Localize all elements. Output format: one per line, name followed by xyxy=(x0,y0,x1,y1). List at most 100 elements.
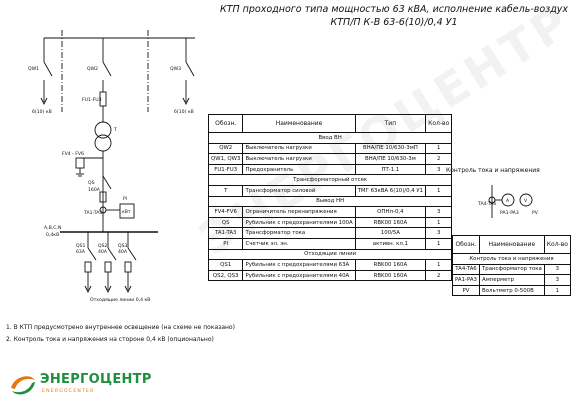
qs1-rating-label: 63A xyxy=(76,249,86,255)
hv-left-cable xyxy=(40,97,48,106)
col-qty: Кол-во xyxy=(543,235,571,254)
table-cell: RBK00 160A xyxy=(354,216,427,229)
table-section-row: Ввод ВН xyxy=(207,132,453,144)
fuse-label: FU1-FU3 xyxy=(82,97,102,103)
qs1-label: QS1 xyxy=(76,243,86,249)
hv-left-label: 6(10) кВ xyxy=(32,109,52,115)
side-pv-label: PV xyxy=(532,210,539,216)
table-cell: TA1-TA3 xyxy=(207,227,244,239)
table-cell: Рубильник с предохранителями 63А xyxy=(242,259,356,271)
qs3-label: QS3 xyxy=(118,243,128,249)
title-line-2: КТП/П К-В 63-6(10)/0,4 У1 xyxy=(330,17,458,28)
notes: 1. В КТП предусмотрено внутреннее освеще… xyxy=(6,322,235,346)
bus-voltage-label: 0,4кВ xyxy=(46,232,59,238)
table-cell: QW1, QW3 xyxy=(207,153,244,165)
logo-swoosh-icon xyxy=(11,376,35,395)
transformer-winding-hv xyxy=(94,121,112,139)
table-cell: 1 xyxy=(425,142,453,155)
table-cell: QW2 xyxy=(207,142,244,155)
table-section-row: Вывод НН xyxy=(207,195,453,208)
table-section-row: Отходящие линии xyxy=(207,248,453,261)
title-line-1: КТП проходного типа мощностью 63 кВА, ис… xyxy=(219,4,569,15)
voltmeter xyxy=(519,193,533,207)
col-designation: Обозн. xyxy=(452,235,480,254)
table-cell: Трансформатор тока xyxy=(479,263,545,276)
table-cell: ОПНп-0,4 xyxy=(354,206,427,218)
logo-subtitle: ENERGOCENTER xyxy=(42,389,95,394)
table-cell: RBK00 160A xyxy=(354,269,427,282)
table-cell: Трансформатор силовой xyxy=(242,184,356,197)
ta-label: TA1-TA3 xyxy=(83,210,102,216)
table-cell: Рубильник с предохранителями 40А xyxy=(242,269,356,282)
qs3-rating-label: 40A xyxy=(118,249,128,255)
qs-rating-label: 160A xyxy=(88,187,101,193)
table-cell: TA4-TA6 xyxy=(452,263,480,276)
qs1-contact xyxy=(87,247,97,261)
table-cell: 1 xyxy=(543,284,571,297)
table-cell: QS1 xyxy=(207,259,244,271)
qs3-fuse xyxy=(124,261,132,273)
col-name: Наименование xyxy=(479,235,545,254)
table-cell: Выключатель нагрузки xyxy=(242,153,356,165)
qs2-contact xyxy=(107,247,117,261)
qs-contact xyxy=(102,175,112,190)
col-name: Наименование xyxy=(242,114,356,133)
transformer-label: T xyxy=(113,127,117,133)
table-cell: ТМГ 63кВА 6(10)/0,4 У1 xyxy=(354,184,427,197)
table-cell: 3 xyxy=(543,263,571,276)
table-cell: Предохранитель xyxy=(242,163,356,176)
section-title: Контроль тока и напряжения xyxy=(452,253,571,265)
ammeter-letter: A xyxy=(506,198,510,204)
fv-label: FV4 - FV6 xyxy=(62,151,84,157)
col-type: Тип xyxy=(354,114,427,133)
table-cell: 1 xyxy=(425,259,453,271)
ammeter xyxy=(501,193,515,207)
page-title: КТП проходного типа мощностью 63 кВА, ис… xyxy=(210,3,578,29)
pi-label: PI xyxy=(123,196,127,202)
table-cell: Ограничитель перенапряжения xyxy=(242,206,356,218)
table-cell: ПТ-1.1 xyxy=(354,163,427,176)
kwh-label: кВт xyxy=(122,209,131,215)
qs-label: QS xyxy=(88,180,95,186)
qw1-contact xyxy=(43,61,53,77)
table-cell: 3 xyxy=(425,227,453,239)
qs3-contact xyxy=(127,247,137,261)
col-qty: Кол-во xyxy=(425,114,453,133)
table-cell: 100/5А xyxy=(354,227,427,239)
side-ta-label: TA4-TA6 xyxy=(477,201,496,207)
table-header-row: Обозн. Наименование Тип Кол-во xyxy=(207,114,453,133)
qs1-fuse xyxy=(84,261,92,273)
company-logo: ЭНЕРГОЦЕНТР ENERGOCENTER xyxy=(8,370,151,404)
table-cell: 2 xyxy=(425,269,453,282)
table-cell: PA1-PA3 xyxy=(452,274,480,286)
section-title: Вывод НН xyxy=(207,195,453,208)
feeders-label: Отходящие линии 0,4 кВ xyxy=(90,297,150,303)
table-cell: активн. кл.1 xyxy=(354,237,427,250)
table-cell: 2 xyxy=(425,153,453,165)
hv-right-label: 6(10) кВ xyxy=(174,109,194,115)
transformer-winding-lv xyxy=(94,134,112,152)
table-cell: RBK00 160A xyxy=(354,259,427,271)
section-title: Трансформаторный отсек xyxy=(207,174,453,186)
table-cell: 1 xyxy=(425,237,453,250)
table-cell: QS2, QS3 xyxy=(207,269,244,282)
note-2: 2. Контроль тока и напряжения на стороне… xyxy=(6,336,214,343)
table-cell: Рубильник с предохранителями 100А xyxy=(242,216,356,229)
logo-name: ЭНЕРГОЦЕНТР xyxy=(40,372,152,387)
section-title: Ввод ВН xyxy=(207,132,453,144)
table-cell: 1 xyxy=(425,184,453,197)
qw2-label: QW2 xyxy=(87,66,98,72)
table-cell: T xyxy=(207,184,244,197)
qs2-label: QS2 xyxy=(98,243,108,249)
table-header-row: Обозн. Наименование Кол-во xyxy=(452,235,571,254)
side-pa-label: PA1-PA3 xyxy=(500,210,519,216)
